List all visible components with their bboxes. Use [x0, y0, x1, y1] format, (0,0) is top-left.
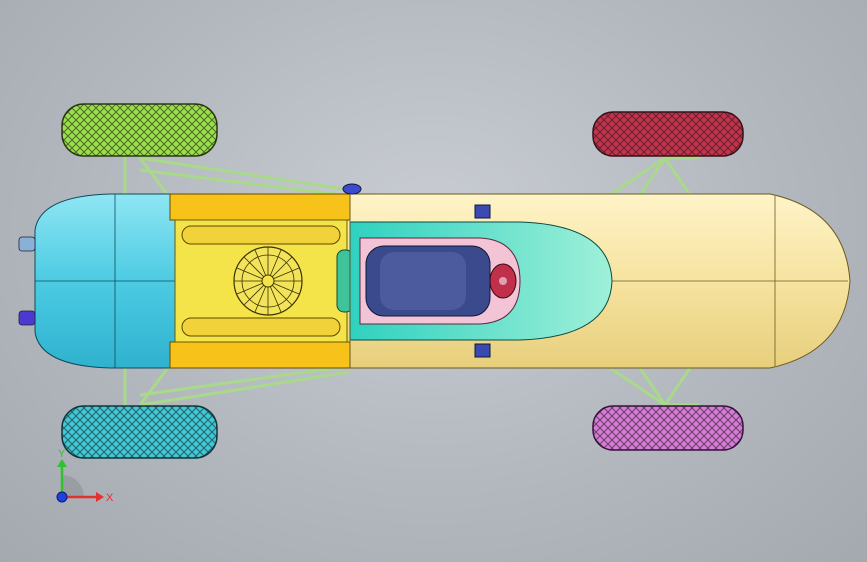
intake-bottom [181, 317, 341, 337]
frame-rods [123, 150, 700, 410]
mirror-right-icon [474, 343, 491, 358]
z-axis [56, 491, 68, 503]
tire-front-right [592, 405, 744, 451]
engine-rail-top [169, 193, 351, 221]
intake-top [181, 225, 341, 245]
engine-rail-bottom [169, 341, 351, 369]
exhaust-pipe-top [18, 236, 36, 252]
exhaust-pipe-bottom [18, 310, 36, 326]
tire-rear-left [61, 103, 218, 157]
cooling-fan [233, 246, 303, 316]
tire-rear-right [61, 405, 218, 459]
steering-wheel [489, 263, 517, 299]
airbox-marker [342, 183, 362, 195]
tire-front-left [592, 111, 744, 157]
x-axis-label: X [106, 492, 114, 504]
axis-triad: X Y [56, 448, 114, 504]
y-axis-label: Y [58, 448, 66, 460]
mirror-left-icon [474, 204, 491, 219]
